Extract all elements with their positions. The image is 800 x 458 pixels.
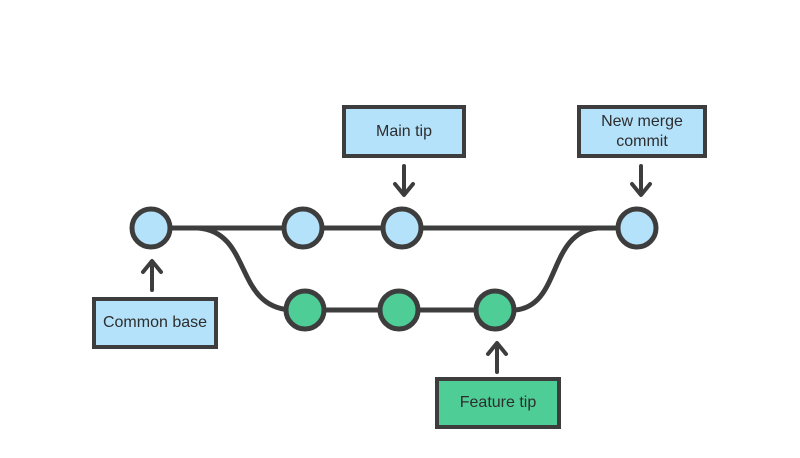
commit-node-feature-commit-1 <box>283 288 327 332</box>
commit-node-common-base-node <box>129 206 173 250</box>
common-base-label-text: Common base <box>102 314 208 331</box>
commit-node-feature-tip-node <box>473 288 517 332</box>
main-tip-label-text: Main tip <box>375 122 433 140</box>
new-merge-commit-arrow <box>630 164 652 197</box>
commit-node-feature-commit-2 <box>377 288 421 332</box>
commit-node-merge-commit-node <box>615 206 659 250</box>
common-base-arrow <box>141 259 163 292</box>
commit-nodes-group <box>129 206 659 332</box>
feature-tip-arrow <box>486 341 508 374</box>
common-base-label: Common base <box>92 297 218 349</box>
feature-tip-label-text: Feature tip <box>459 394 537 411</box>
commit-node-main-commit-2 <box>281 206 325 250</box>
commit-node-main-tip-node <box>380 206 424 250</box>
new-merge-commit-label-text: New merge commit <box>601 112 683 150</box>
main-tip-arrow <box>393 164 415 197</box>
feature-tip-label: Feature tip <box>435 377 561 429</box>
main-tip-label: Main tip <box>342 105 466 158</box>
new-merge-commit-label: New merge commit <box>577 105 707 158</box>
